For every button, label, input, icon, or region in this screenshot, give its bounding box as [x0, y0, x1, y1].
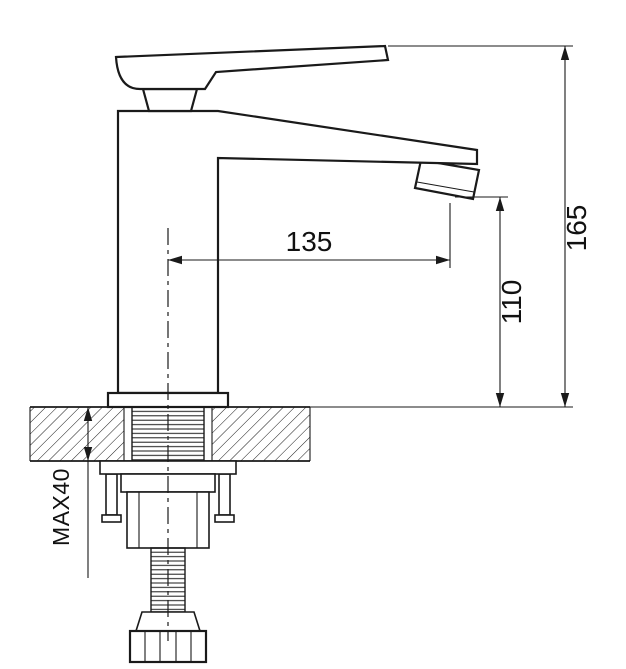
mounting-bolt-left	[105, 473, 118, 516]
dimension-label-max40: MAX40	[48, 468, 74, 546]
spout-aerator	[413, 158, 481, 201]
arrowhead-up	[560, 46, 570, 60]
arrowhead-down	[83, 447, 93, 461]
dimension-deck-thickness: MAX40	[48, 407, 93, 578]
dimension-total-height: 165	[388, 45, 592, 407]
cartridge-neck	[141, 87, 199, 113]
arrowhead-down	[495, 393, 505, 407]
arrowhead-left	[168, 255, 182, 265]
mounting-bolt-right	[218, 473, 231, 516]
arrowhead-up	[83, 407, 93, 421]
aerator-detail-line	[416, 181, 475, 193]
dimension-outlet-height: 110	[455, 196, 527, 407]
arrowhead-right	[436, 255, 450, 265]
deck-hatch-right	[212, 407, 310, 461]
connector-nut	[128, 629, 208, 664]
arrowhead-down	[560, 393, 570, 407]
handle-lever	[114, 44, 390, 91]
countertop-section	[29, 406, 573, 462]
dimension-label-135: 135	[286, 226, 333, 257]
dimension-spout-reach: 135	[168, 203, 451, 268]
bolt-foot-right	[214, 514, 235, 523]
deck-hatch-left	[30, 407, 124, 461]
dimension-label-165: 165	[561, 205, 592, 252]
dimension-label-110: 110	[496, 280, 527, 325]
bolt-foot-left	[101, 514, 122, 523]
arrowhead-up	[495, 197, 505, 211]
faucet-body-group	[106, 44, 481, 409]
